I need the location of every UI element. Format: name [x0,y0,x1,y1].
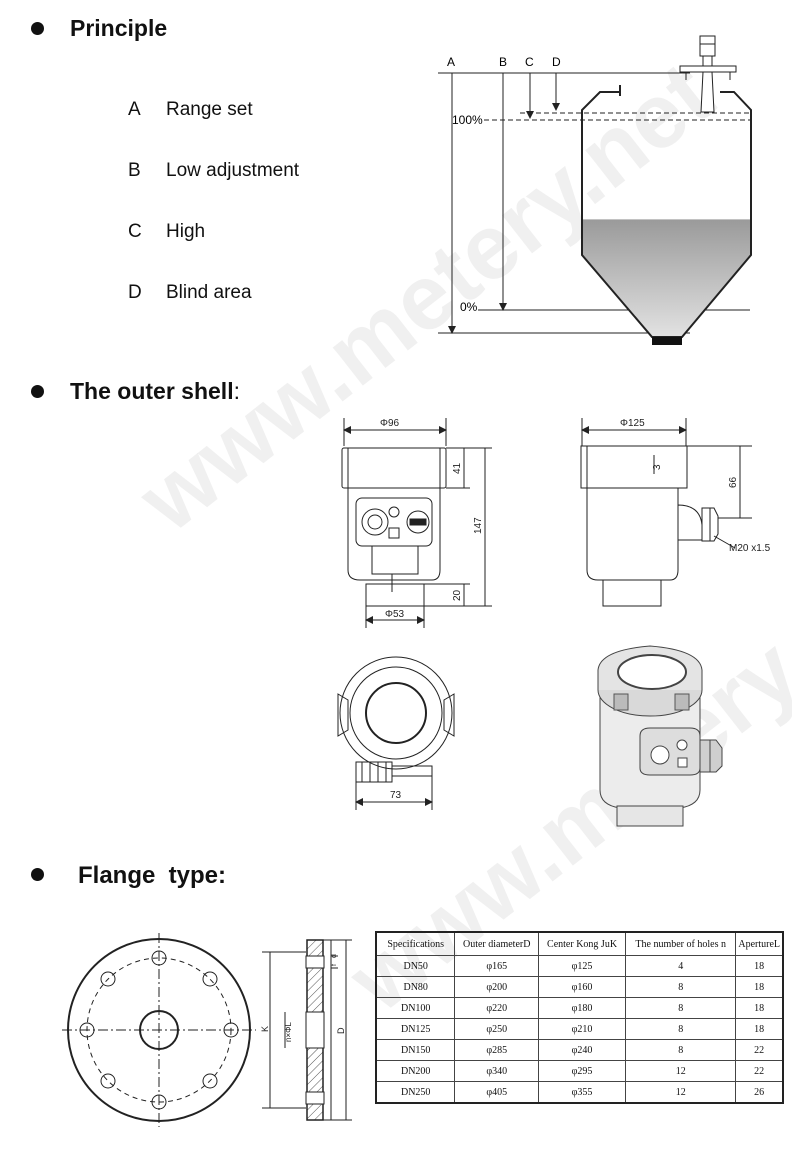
tank-label-b: B [499,55,507,69]
shell-side-view: Φ125 3 M20 x1.5 66 [580,418,771,607]
dim-3: 3 [652,464,663,470]
bullet-principle [31,22,44,35]
cell: φ355 [538,1081,627,1104]
cell: 8 [625,1018,737,1040]
cell: φ240 [538,1039,627,1061]
cell: φ125 [538,955,627,977]
cell: DN50 [375,955,456,977]
col-outer-diameter: Outer diameterD [454,931,540,956]
cell: φ295 [538,1060,627,1082]
cell: DN125 [375,1018,456,1040]
shell-top-view: 73 [337,656,455,810]
dim-147: 147 [473,517,484,534]
cell: φ160 [538,976,627,998]
col-aperture: ApertureL [735,931,784,956]
tank-label-a: A [447,55,455,69]
col-specifications: Specifications [375,931,456,956]
dim-m20: M20 x1.5 [729,543,771,554]
cell: DN80 [375,976,456,998]
cell: φ405 [454,1081,540,1104]
cell: 4 [625,955,737,977]
cell: 22 [735,1060,784,1082]
dim-phi96: Φ96 [380,418,400,429]
cell: φ285 [454,1039,540,1061]
cell: 26 [735,1081,784,1104]
cell: 8 [625,1039,737,1061]
table-header-row: Specifications Outer diameterD Center Ko… [375,931,784,956]
cell: 18 [735,976,784,998]
shell-3d-render [597,645,723,827]
shell-front-view: Φ96 Φ53 41 147 20 [341,418,492,628]
bullet-outer-shell [31,385,44,398]
tank-diagram: A B C D 100% 0% [438,35,752,345]
tank-label-c: C [525,55,534,69]
flange-section-view: K n×ΦL D f d [260,939,352,1121]
cell: 8 [625,997,737,1019]
cell: φ250 [454,1018,540,1040]
dim-phi125: Φ125 [620,418,645,429]
label-k: K [260,1026,270,1032]
dim-66: 66 [728,476,739,488]
cell: 12 [625,1060,737,1082]
cell: φ165 [454,955,540,977]
label-d: D [336,1027,346,1034]
cell: φ220 [454,997,540,1019]
bullet-flange [31,868,44,881]
dim-20: 20 [452,589,463,601]
bolt-holes [79,950,239,1110]
cell: φ180 [538,997,627,1019]
label-f: f [331,964,338,966]
dim-41: 41 [452,462,463,474]
dim-73: 73 [390,790,402,801]
dim-phi53: Φ53 [385,609,405,620]
col-center-k: Center Kong JuK [538,931,627,956]
cell: 22 [735,1039,784,1061]
cell: φ210 [538,1018,627,1040]
cell: 18 [735,955,784,977]
col-holes: The number of holes n [625,931,737,956]
tank-label-d: D [552,55,561,69]
heading-outer-shell: The outer shell: [70,378,240,404]
radar-sensor [679,35,737,113]
cell: φ200 [454,976,540,998]
level-100-label: 100% [452,113,483,127]
cell: 18 [735,997,784,1019]
cell: DN200 [375,1060,456,1082]
flange-spec-table: Specifications Outer diameterD Center Ko… [375,931,784,1104]
tank-liquid [582,219,751,337]
heading-principle: Principle [70,15,168,41]
level-0-label: 0% [460,300,478,314]
cell: DN250 [375,1081,456,1104]
flange-front-view [62,933,256,1127]
cell: DN150 [375,1039,456,1061]
heading-flange: Flange type: [78,862,227,889]
label-nl: n×ΦL [284,1021,293,1042]
cell: DN100 [375,997,456,1019]
cell: 12 [625,1081,737,1104]
label-dd: d [331,954,338,958]
cell: 18 [735,1018,784,1040]
cell: φ340 [454,1060,540,1082]
cell: 8 [625,976,737,998]
